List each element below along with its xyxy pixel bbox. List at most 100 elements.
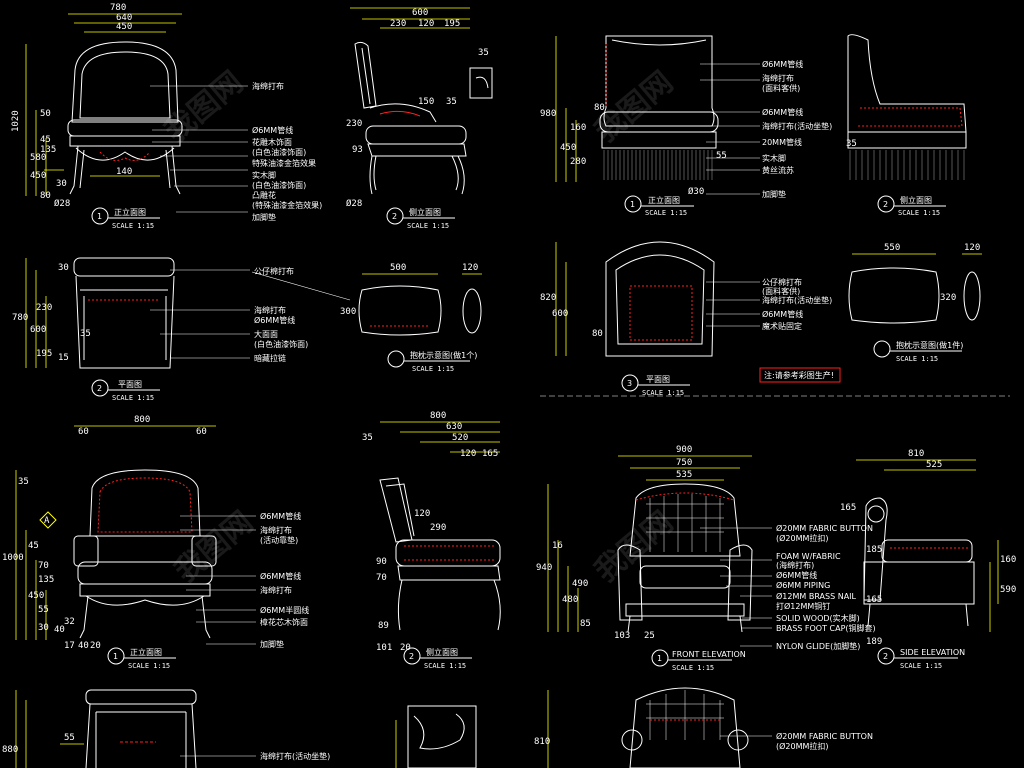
sheet-d-view1-label: 1 正立面图 SCALE 1:15 [107,647,176,670]
sheet-d-front [73,469,217,639]
dim-a-230s: 230 [346,119,362,129]
note-c-6: 实木脚 [762,153,786,163]
note-c-plan-1: (面料客供) [762,286,800,296]
sheet-b: 30 780 600 230 35 195 15 500 120 300 公仔棉… [12,257,482,402]
sheet-a-dimensions [25,7,470,196]
note-a-7: 凸雕花 [252,190,276,200]
dim-a-left-45: 45 [40,135,51,145]
svg-text:侧立面图: 侧立面图 [426,647,458,657]
dim-e-103: 103 [614,631,630,641]
note-c-2: (面料客供) [762,83,800,93]
svg-text:平面图: 平面图 [118,380,142,389]
sheet-c-leaders [700,63,760,327]
sheet-c-side [847,34,967,180]
dim-a-side-600: 600 [412,8,428,18]
svg-text:2: 2 [97,384,102,393]
svg-text:正立面图: 正立面图 [130,647,162,657]
dim-a-side-35: 35 [478,48,489,58]
dim-d-40b: 40 [78,641,89,651]
sheet-e-front [617,483,753,633]
svg-text:SCALE 1:15: SCALE 1:15 [898,209,940,217]
dim-e-side-525: 525 [926,460,942,470]
dim-e-535: 535 [676,470,692,480]
svg-text:SCALE 1:15: SCALE 1:15 [642,389,684,397]
svg-text:SCALE 1:15: SCALE 1:15 [112,394,154,402]
sheet-e-leaders [700,527,772,647]
sheet-c-plan [605,241,715,357]
dim-d-20: 20 [90,641,101,651]
sheet-g-plan [621,687,749,768]
sheet-b-dimensions [25,258,482,368]
note-a-5: 实木脚 [252,170,276,180]
note-a-2: 花雕木饰面 [252,137,292,147]
dim-c-80: 80 [594,103,605,113]
dim-e-940: 940 [536,563,552,573]
dim-c-30: Ø30 [688,186,704,197]
note-a-1: Ø6MM管线 [252,125,293,135]
dim-d-side-101: 101 [376,643,392,653]
dim-d-side-520: 520 [452,433,468,443]
note-d-7: 加脚垫 [260,639,284,649]
dim-e-side-189: 189 [866,637,882,647]
dim-b-500: 500 [390,263,406,273]
sheet-f-plan [85,689,197,768]
note-c-4: 海绵打布(活动坐垫) [762,121,832,131]
dim-d-side-630: 630 [446,422,462,432]
dim-d-40: 40 [54,625,65,635]
svg-text:注:请参考彩图生产!: 注:请参考彩图生产! [764,370,834,380]
note-e-4: Ø6MM管线 [776,570,817,580]
note-c-8: 加脚垫 [762,189,786,199]
dim-d-32: 32 [64,617,75,627]
svg-text:2: 2 [883,652,888,661]
dim-e-side-165b: 165 [866,595,882,605]
dim-a-left-450: 450 [30,171,46,181]
sheet-e-side [863,497,975,627]
svg-text:2: 2 [392,212,397,221]
svg-text:SCALE 1:15: SCALE 1:15 [112,222,154,230]
sheet-b-pillow [358,285,482,336]
note-e-5: Ø6MM PIPING [776,580,830,590]
sheet-b-plan-label: 2 平面图 SCALE 1:15 [91,379,160,402]
svg-text:平面图: 平面图 [646,375,670,384]
svg-text:SCALE 1:15: SCALE 1:15 [645,209,687,217]
note-g-0: Ø20MM FABRIC BUTTON [776,731,873,741]
dim-d-135: 135 [38,575,54,585]
sheet-a-view1-label: 1 正立面图 SCALE 1:15 [91,207,160,230]
dim-c-320: 320 [940,293,956,303]
dim-e-85: 85 [580,619,591,629]
svg-text:1: 1 [113,652,118,661]
dim-b-15: 15 [58,353,69,363]
dim-c-820: 820 [540,293,556,303]
sheet-b-leaders [150,269,351,359]
dim-e-25: 25 [644,631,655,641]
dim-d-side-290: 290 [430,523,446,533]
dim-a-left-1020: 1020 [11,110,21,132]
note-b-3: 大面面 [254,329,278,339]
dim-c-980: 980 [540,109,556,119]
sheet-c-pillow [848,267,981,324]
dim-a-28b: Ø28 [346,198,362,209]
sheet-c: 980 160 450 280 80 55 Ø30 35 820 600 80 … [540,34,982,397]
dim-d-side-800: 800 [430,411,446,421]
dim-e-480: 480 [562,595,578,605]
note-c-3: Ø6MM管线 [762,107,803,117]
dim-e-side-160: 160 [1000,555,1016,565]
dim-d-17: 17 [64,641,75,651]
dim-e-side-165: 165 [840,503,856,513]
dim-c-450: 450 [560,143,576,153]
sheet-e-dimensions [547,455,999,632]
sheet-b-pillow-label: 抱枕示意图(做1个) SCALE 1:15 [387,350,477,373]
dim-d-1000: 1000 [2,553,24,563]
note-e-7: 打Ø12MM铜钉 [776,601,830,611]
dim-d-800: 800 [134,415,150,425]
dim-a-left-80: 80 [40,191,51,201]
note-b-2: Ø6MM管线 [254,315,295,325]
note-a-0: 海绵打布 [252,81,284,91]
svg-text:FRONT ELEVATION: FRONT ELEVATION [672,650,746,659]
svg-text:SCALE 1:15: SCALE 1:15 [412,365,454,373]
dim-g-810: 810 [534,737,550,747]
note-c-5: 20MM管线 [762,137,802,147]
sheet-d-side [379,477,501,631]
note-c-0: Ø6MM管线 [762,59,803,69]
